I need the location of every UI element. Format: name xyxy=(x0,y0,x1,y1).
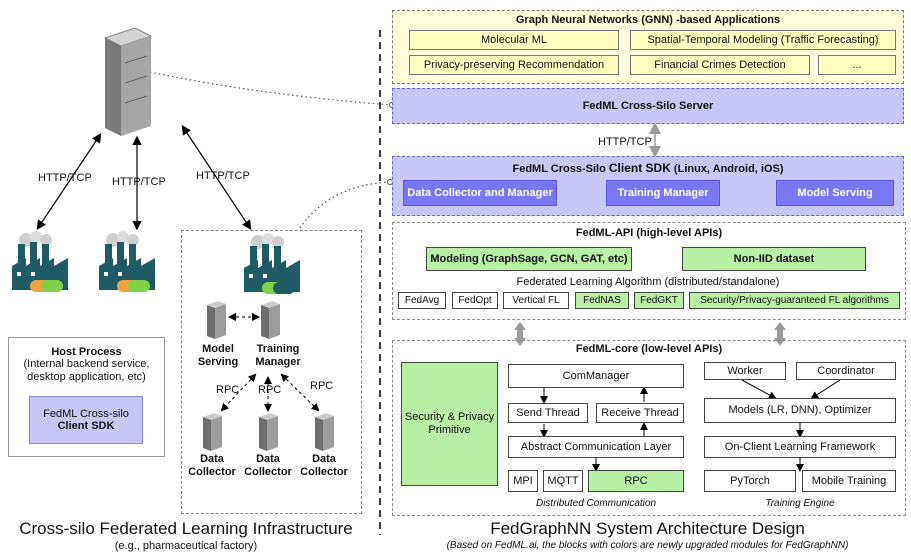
link-factory-1 xyxy=(36,133,102,230)
api-title: FedML-API (high-level APIs) xyxy=(575,227,723,239)
data-collector-server-icon xyxy=(315,413,334,451)
model-serving: Model Serving xyxy=(776,180,894,206)
factory-to-sdk-dotted xyxy=(299,181,391,229)
server-to-server-dotted xyxy=(149,71,393,106)
factory-icon xyxy=(99,231,155,292)
algo-fedgkt: FedGKT xyxy=(634,292,684,309)
left-caption-title: Cross-silo Federated Learning Infrastruc… xyxy=(19,519,353,538)
models-optimizer-box: Models (LR, DNN), Optimizer xyxy=(704,398,896,423)
factory-icon xyxy=(244,233,300,294)
app-financial-crimes: Financial Crimes Detection xyxy=(630,55,810,75)
http-label-3: HTTP/TCP xyxy=(196,170,250,182)
fedml-core-panel: FedML-core (low-level APIs) xyxy=(392,340,906,516)
right-caption-title: FedGraphNN System Architecture Design xyxy=(490,519,805,538)
algo-fedopt: FedOpt xyxy=(452,292,498,309)
factory-detail-panel xyxy=(181,230,362,514)
left-caption-subtitle: (e.g., pharmaceutical factory) xyxy=(114,540,258,552)
training-server-icon xyxy=(261,301,280,339)
fedml-server-band: FedML Cross-Silo Server xyxy=(392,88,904,124)
host-process-panel: Host Process (Internal backend service, … xyxy=(8,337,165,457)
http-label-2: HTTP/TCP xyxy=(112,176,166,188)
data-collector-server-icon xyxy=(203,413,222,451)
mobile-training-box: Mobile Training xyxy=(802,470,896,492)
receive-thread: Receive Thread xyxy=(596,403,684,423)
training-manager: Training Manager xyxy=(606,180,720,206)
app-spatial-temporal: Spatial-Temporal Modeling (Traffic Forec… xyxy=(630,30,896,50)
fl-algorithm-label: Federated Learning Algorithm (distribute… xyxy=(516,276,780,288)
host-process-subtitle: (Internal backend service, desktop appli… xyxy=(23,358,150,384)
modeling-box: Modeling (GraphSage, GCN, GAT, etc) xyxy=(426,247,632,271)
app-molecular-ml: Molecular ML xyxy=(409,30,619,50)
com-manager: ComManager xyxy=(508,364,684,388)
mpi-box: MPI xyxy=(508,470,538,492)
noniid-dataset-box: Non-IID dataset xyxy=(682,247,866,271)
worker-box: Worker xyxy=(704,362,786,380)
right-caption-subtitle: (Based on FedML.ai, the blocks with colo… xyxy=(446,540,849,551)
http-label-1: HTTP/TCP xyxy=(38,172,92,184)
rpc-label-3: RPC xyxy=(310,380,334,392)
send-thread: Send Thread xyxy=(508,403,588,423)
link-factory-3 xyxy=(181,125,252,230)
algo-security-privacy: Security/Privacy-guaranteed FL algorithm… xyxy=(689,292,900,309)
data-collector-manager: Data Collector and Manager xyxy=(403,180,557,206)
data-collector-server-icon xyxy=(259,413,278,451)
app-recommendation: Privacy-preserving Recommendation xyxy=(409,55,619,75)
coordinator-box: Coordinator xyxy=(796,362,896,380)
pytorch-box: PyTorch xyxy=(704,470,796,492)
app-more: ... xyxy=(818,55,896,75)
gnn-title: Graph Neural Networks (GNN) -based Appli… xyxy=(515,14,781,26)
model-serving-server-icon xyxy=(207,301,226,339)
rpc-label-2: RPC xyxy=(258,384,282,396)
core-title: FedML-core (low-level APIs) xyxy=(575,343,723,355)
training-engine-label: Training Engine xyxy=(765,498,835,509)
algo-vertical-fl: Vertical FL xyxy=(503,292,569,309)
client-sdk-box: FedML Cross-silo Client SDK xyxy=(29,396,143,444)
host-process-title: Host Process xyxy=(51,346,122,358)
fedml-api-panel: FedML-API (high-level APIs) xyxy=(392,222,906,320)
on-client-framework-box: On-Client Learning Framework xyxy=(704,436,896,458)
rpc-box: RPC xyxy=(588,470,684,492)
distributed-comm-label: Distributed Communication xyxy=(535,498,657,509)
rpc-label-1: RPC xyxy=(216,384,240,396)
abstract-comm-layer: Abstract Communication Layer xyxy=(508,436,684,458)
mqtt-box: MQTT xyxy=(543,470,583,492)
algo-fedavg: FedAvg xyxy=(398,292,446,309)
algo-fednas: FedNAS xyxy=(575,292,629,309)
cloud-server-icon xyxy=(103,28,153,136)
factory-icon xyxy=(12,231,68,292)
http-tcp-label: HTTP/TCP xyxy=(598,136,652,148)
